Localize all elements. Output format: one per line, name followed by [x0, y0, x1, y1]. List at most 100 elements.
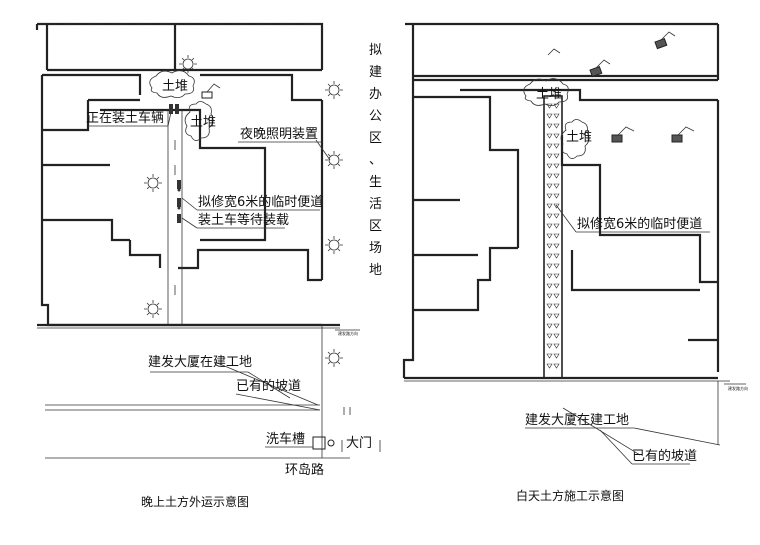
- svg-text:生: 生: [369, 175, 382, 190]
- light-icon: [144, 300, 162, 318]
- excavator-icon: [547, 48, 561, 56]
- left-office-area-label: 拟 建 办 公 区 、 生 活 区 场 地: [369, 43, 382, 278]
- hatch-triangle: [546, 103, 553, 109]
- left-label-trucks-waiting: 装土车等待装载: [198, 212, 289, 228]
- hatch-triangle: [553, 153, 560, 159]
- hatch-triangle: [546, 113, 553, 119]
- hatch-triangle: [553, 133, 560, 139]
- hatch-triangle: [546, 153, 553, 159]
- left-label-gate: 大门: [346, 436, 372, 451]
- right-soil-pile-top-label: 土堆: [536, 87, 562, 102]
- hatch-triangle: [553, 353, 560, 359]
- hatch-triangle: [546, 233, 553, 239]
- hatch-triangle: [546, 363, 553, 369]
- hatch-triangle: [546, 263, 553, 269]
- left-boundary-walls: 建发路方向: [35, 22, 360, 336]
- svg-text:办: 办: [369, 87, 382, 102]
- left-label-loading-vehicle: 正在装土车辆: [86, 110, 164, 126]
- hatch-triangle: [553, 293, 560, 299]
- hatch-triangle: [553, 223, 560, 229]
- hatch-triangle: [546, 353, 553, 359]
- left-label-existing-ramp: 已有的坡道: [236, 378, 301, 394]
- hatch-triangle: [546, 283, 553, 289]
- excavator-icon: [611, 126, 635, 143]
- left-label-building-site: 建发大厦在建工地: [148, 354, 252, 370]
- left-soil-pile-right: [184, 101, 214, 141]
- hatch-triangle: [553, 343, 560, 349]
- hatch-triangle: [546, 323, 553, 329]
- hatch-triangle: [553, 183, 560, 189]
- hatch-triangle: [546, 143, 553, 149]
- light-icon: [179, 55, 197, 73]
- hatch-triangle: [546, 193, 553, 199]
- hatch-triangle: [553, 263, 560, 269]
- left-label-temp-road: 拟修宽6米的临时便道: [198, 194, 323, 210]
- excavator-icon: [671, 126, 695, 143]
- right-label-building-site: 建发大厦在建工地: [525, 412, 629, 428]
- light-icon: [325, 349, 343, 367]
- right-soil-pile-top: [523, 78, 569, 106]
- hatch-triangle: [553, 193, 560, 199]
- light-icon: [325, 236, 343, 254]
- svg-text:、: 、: [369, 153, 382, 168]
- left-loading-vehicle-icon: [169, 104, 179, 114]
- hatch-triangle: [546, 133, 553, 139]
- svg-text:区: 区: [369, 219, 382, 234]
- svg-text:拟: 拟: [369, 43, 382, 58]
- hatch-triangle: [553, 313, 560, 319]
- hatch-triangle: [553, 233, 560, 239]
- left-soil-pile-top-label: 土堆: [162, 79, 188, 94]
- hatch-triangle: [553, 273, 560, 279]
- hatch-triangle: [553, 253, 560, 259]
- hatch-triangle: [546, 183, 553, 189]
- hatch-triangle: [553, 143, 560, 149]
- svg-text:地: 地: [369, 263, 382, 278]
- hatch-triangle: [546, 293, 553, 299]
- hatch-triangle: [553, 213, 560, 219]
- right-temp-road: [543, 95, 563, 379]
- right-label-temp-road: 拟修宽6米的临时便道: [577, 216, 702, 232]
- hatch-triangle: [546, 303, 553, 309]
- hatch-triangle: [553, 203, 560, 209]
- light-icon: [325, 151, 343, 169]
- right-excavator-icons: [547, 31, 695, 143]
- left-label-night-lighting: 夜晚照明装置: [240, 127, 318, 142]
- hatch-triangle: [546, 163, 553, 169]
- left-waiting-truck-icons: [177, 180, 181, 223]
- left-temp-road: [167, 110, 183, 325]
- hatch-triangle: [553, 123, 560, 129]
- right-label-existing-ramp: 已有的坡道: [632, 448, 697, 464]
- right-caption: 白天土方施工示意图: [516, 488, 624, 503]
- left-soil-pile-top: [149, 70, 195, 98]
- hatch-triangle: [546, 343, 553, 349]
- excavator-icon: [589, 59, 611, 78]
- left-excavator-icon: [201, 83, 221, 99]
- hatch-triangle: [553, 363, 560, 369]
- hatch-triangle: [546, 223, 553, 229]
- hatch-triangle: [553, 333, 560, 339]
- hatch-triangle: [553, 303, 560, 309]
- left-label-wash-trough: 洗车槽: [266, 431, 305, 447]
- left-north-mark: 建发路方向: [338, 330, 358, 336]
- light-icon: [325, 81, 343, 99]
- hatch-triangle: [553, 113, 560, 119]
- svg-text:场: 场: [369, 241, 382, 256]
- left-light-fixtures: [144, 55, 343, 367]
- svg-text:公: 公: [369, 109, 382, 124]
- hatch-triangle: [553, 243, 560, 249]
- left-label-ring-road: 环岛路: [285, 462, 324, 478]
- hatch-triangle: [546, 203, 553, 209]
- hatch-triangle: [546, 123, 553, 129]
- hatch-triangle: [553, 283, 560, 289]
- hatch-triangle: [553, 323, 560, 329]
- svg-text:区: 区: [369, 131, 382, 146]
- hatch-triangle: [546, 313, 553, 319]
- left-lower-road: [45, 325, 381, 459]
- left-site-plan: 建发路方向 土堆 土堆: [35, 22, 382, 509]
- hatch-triangle: [546, 213, 553, 219]
- svg-text:建: 建: [369, 65, 382, 80]
- svg-text:活: 活: [369, 197, 382, 212]
- hatch-triangle: [546, 273, 553, 279]
- hatch-triangle: [546, 243, 553, 249]
